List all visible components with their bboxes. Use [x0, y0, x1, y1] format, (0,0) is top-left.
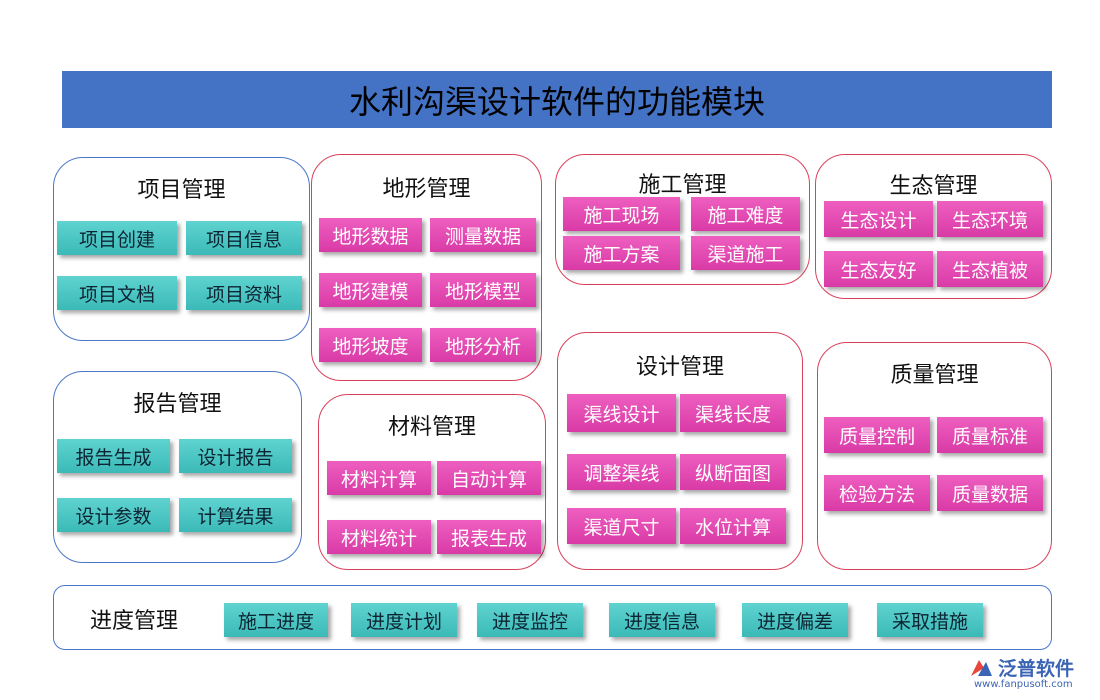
project-item: 项目信息: [186, 221, 302, 255]
project-item: 项目文档: [57, 276, 177, 310]
construction-item: 施工方案: [563, 236, 680, 270]
group-quality-title: 质量管理: [890, 363, 979, 388]
ecology-item: 生态植被: [937, 251, 1043, 287]
terrain-item: 地形坡度: [319, 328, 422, 362]
group-ecology-title: 生态管理: [889, 174, 978, 199]
group-report-title: 报告管理: [133, 392, 222, 417]
material-item: 报表生成: [437, 520, 541, 554]
quality-item: 检验方法: [824, 475, 930, 511]
project-item: 项目创建: [57, 221, 177, 255]
group-design-title: 设计管理: [635, 355, 724, 380]
construction-item: 施工难度: [691, 197, 800, 231]
project-item: 项目资料: [186, 276, 302, 310]
progress-item: 进度计划: [351, 603, 457, 637]
ecology-item: 生态环境: [937, 201, 1043, 237]
design-item: 渠道尺寸: [567, 508, 676, 544]
progress-item: 进度偏差: [742, 603, 848, 637]
design-item: 渠线设计: [567, 394, 676, 432]
material-item: 材料统计: [327, 520, 431, 554]
terrain-item: 测量数据: [430, 218, 536, 252]
progress-item: 进度信息: [609, 603, 715, 637]
progress-item: 采取措施: [877, 603, 983, 637]
group-progress-title: 进度管理: [90, 609, 179, 634]
report-item: 计算结果: [179, 498, 292, 532]
material-item: 自动计算: [437, 461, 541, 495]
group-quality: 质量管理: [817, 342, 1052, 570]
construction-item: 施工现场: [563, 197, 680, 231]
ecology-item: 生态友好: [824, 251, 933, 287]
progress-item: 施工进度: [224, 603, 328, 637]
logo-url: www.fanpusoft.com: [974, 679, 1073, 690]
quality-item: 质量标准: [937, 417, 1043, 453]
terrain-item: 地形分析: [430, 328, 536, 362]
group-construction-title: 施工管理: [638, 173, 727, 198]
group-terrain-title: 地形管理: [382, 177, 471, 202]
quality-item: 质量数据: [937, 475, 1043, 511]
group-project-title: 项目管理: [137, 178, 226, 203]
report-item: 报告生成: [57, 439, 170, 473]
design-item: 水位计算: [680, 508, 786, 544]
report-item: 设计报告: [179, 439, 292, 473]
logo-name: 泛普软件: [998, 658, 1075, 680]
construction-item: 渠道施工: [691, 236, 800, 270]
ecology-item: 生态设计: [824, 201, 933, 237]
design-item: 纵断面图: [680, 454, 786, 490]
terrain-item: 地形模型: [430, 273, 536, 307]
design-item: 渠线长度: [680, 394, 786, 432]
report-item: 设计参数: [57, 498, 170, 532]
diagram-title: 水利沟渠设计软件的功能模块: [62, 71, 1052, 128]
terrain-item: 地形数据: [319, 218, 422, 252]
progress-item: 进度监控: [477, 603, 583, 637]
design-item: 调整渠线: [567, 454, 676, 490]
terrain-item: 地形建模: [319, 273, 422, 307]
fanpu-logo-icon: [971, 660, 992, 676]
material-item: 材料计算: [327, 461, 431, 495]
quality-item: 质量控制: [824, 417, 930, 453]
fanpu-logo: 泛普软件 www.fanpusoft.com: [968, 654, 1096, 694]
group-material-title: 材料管理: [387, 415, 476, 440]
